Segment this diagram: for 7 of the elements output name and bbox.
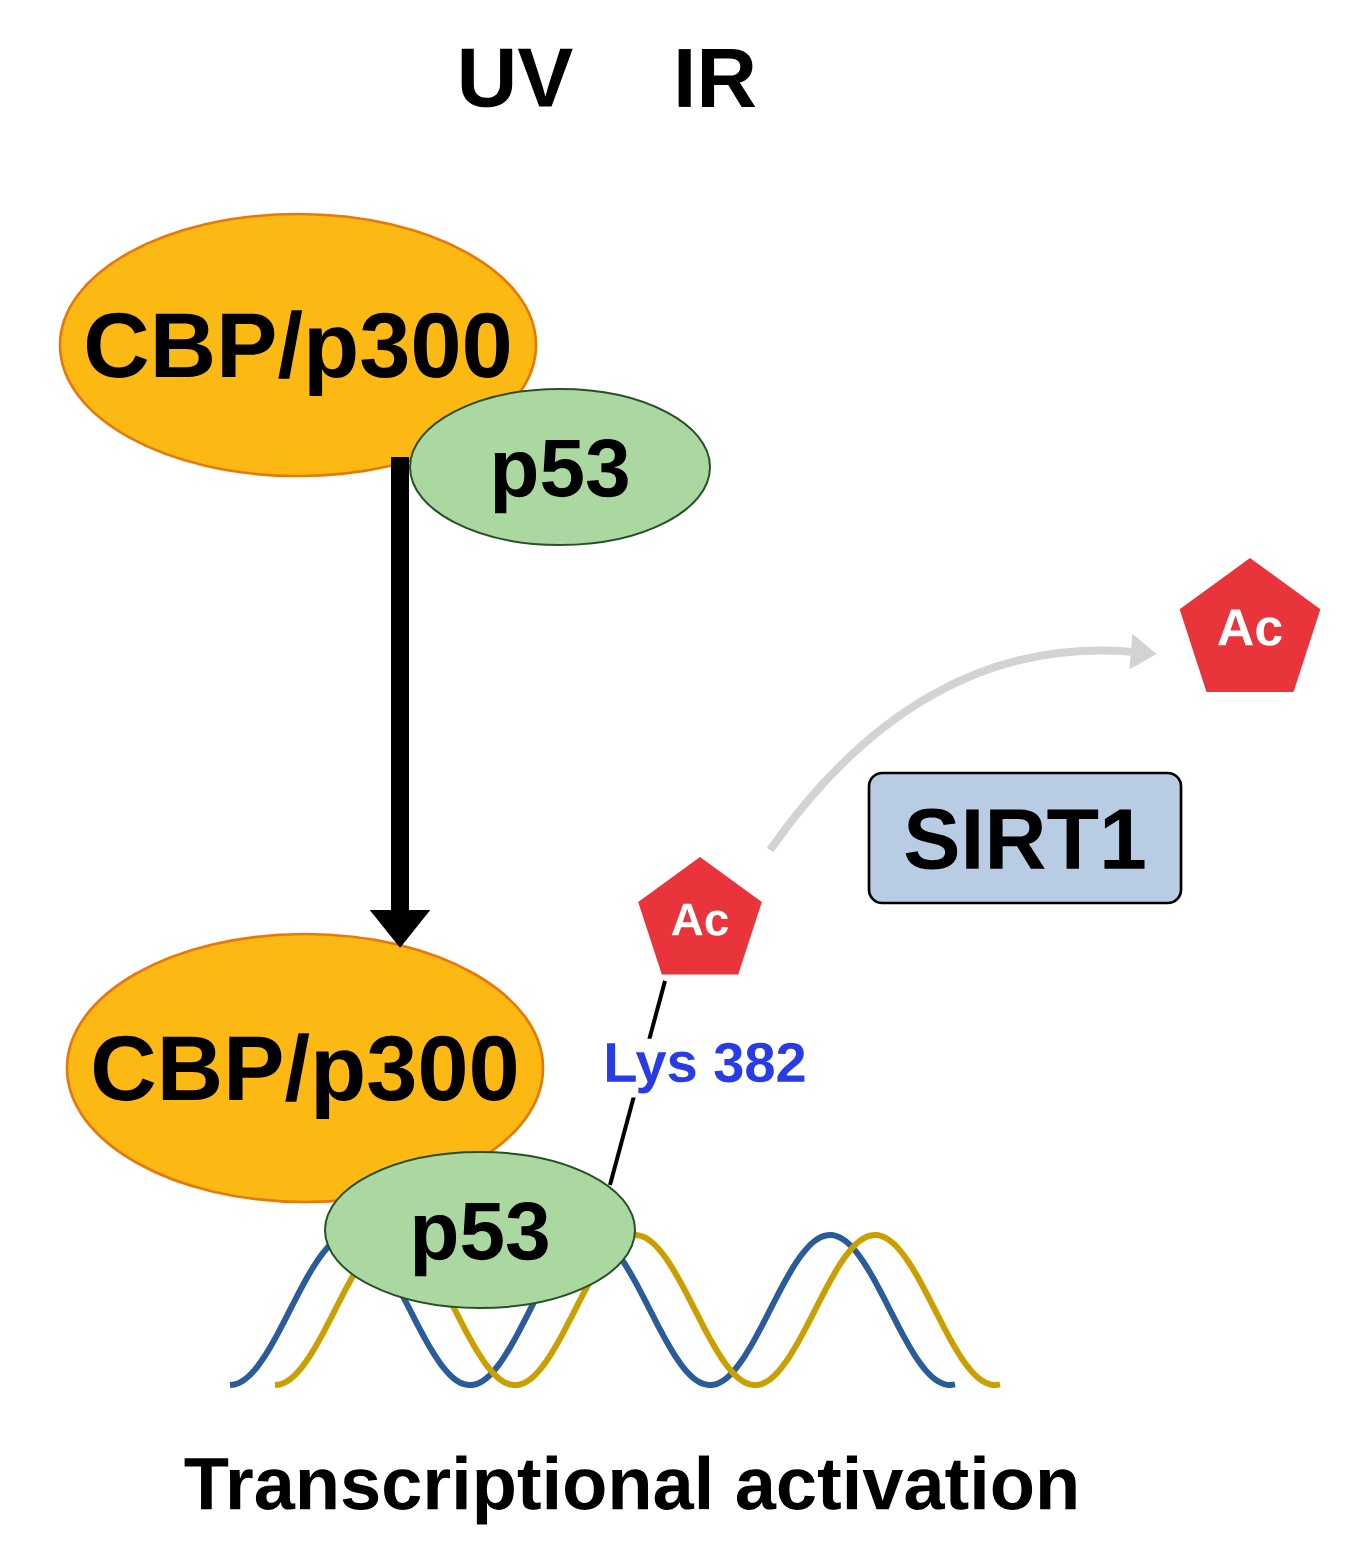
acetyl-pentagon: Ac <box>638 857 762 975</box>
acetyl-pentagon: Ac <box>1179 558 1321 692</box>
outcome-label: Transcriptional activation <box>184 1455 1076 1525</box>
enzyme-box: SIRT1 <box>867 771 1183 905</box>
stimulus-label: IR <box>678 49 756 107</box>
edge-label: Lys 382 <box>599 1038 811 1098</box>
stimulus-label: UV <box>461 48 573 108</box>
